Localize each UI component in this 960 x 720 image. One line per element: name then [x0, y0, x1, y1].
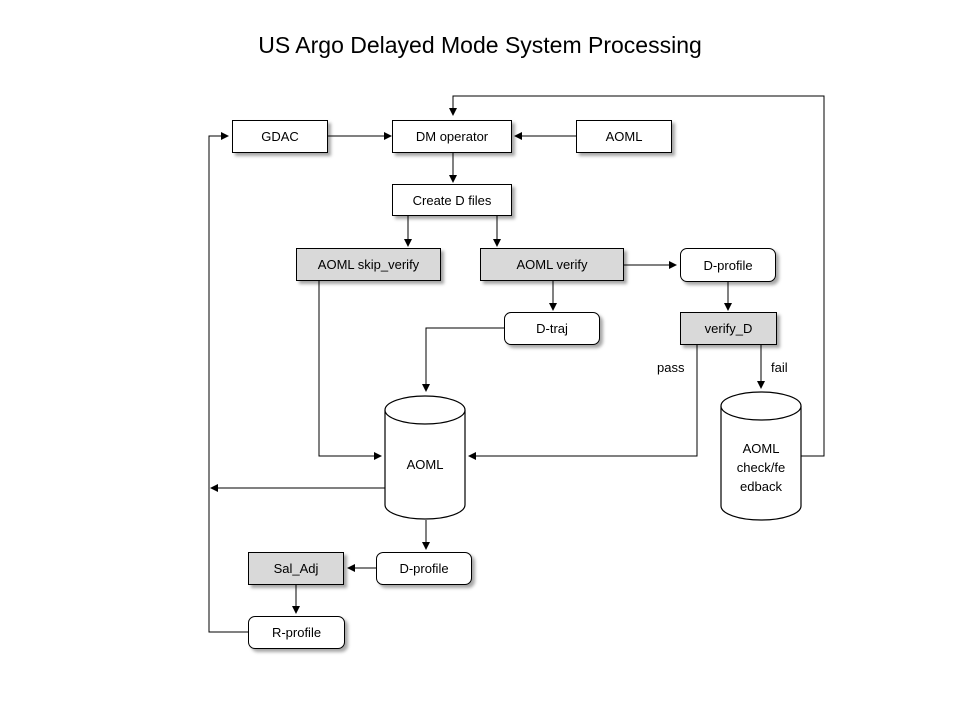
check-feedback-line-1: AOML [742, 441, 780, 456]
diagram-title: US Argo Delayed Mode System Processing [258, 32, 702, 58]
pass-label: pass [657, 360, 685, 375]
dm-operator-node: DM operator [392, 120, 512, 153]
aoml-database-cylinder [384, 395, 466, 520]
verify-d-node: verify_D [680, 312, 777, 345]
gdac-node: GDAC [232, 120, 328, 153]
edge-skip-to-aoml [318, 281, 382, 460]
aoml-database-label: AOML [406, 457, 444, 472]
fail-label: fail [771, 360, 788, 375]
sal-adj-node: Sal_Adj [248, 552, 344, 585]
aoml-skip-verify-node: AOML skip_verify [296, 248, 441, 281]
d-traj-node: D-traj [504, 312, 600, 345]
edge-dtraj-to-aoml [422, 327, 504, 392]
edge-rprofile-to-gdac [208, 132, 248, 633]
aoml-source-node: AOML [576, 120, 672, 153]
edge-feedback-loop [449, 95, 825, 457]
check-feedback-label: AOML check/fe edback [721, 439, 801, 496]
check-feedback-line-3: edback [740, 479, 782, 494]
aoml-verify-node: AOML verify [480, 248, 624, 281]
aoml-check-feedback-cylinder [720, 391, 802, 521]
d-profile-bottom-node: D-profile [376, 552, 472, 585]
r-profile-node: R-profile [248, 616, 345, 649]
edge-pass-to-aoml [468, 345, 698, 460]
check-feedback-line-2: check/fe [736, 460, 786, 475]
create-d-files-node: Create D files [392, 184, 512, 216]
d-profile-top-node: D-profile [680, 248, 776, 282]
